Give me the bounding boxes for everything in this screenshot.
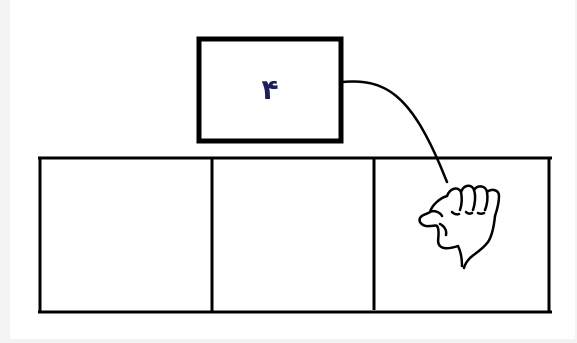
cell-row — [38, 157, 552, 313]
connector-line — [342, 81, 447, 182]
cell-1 — [42, 160, 210, 310]
cell-2 — [214, 160, 372, 310]
hand-icon — [420, 186, 499, 268]
number-box-label: ۴ — [199, 39, 341, 141]
cell-3 — [376, 160, 547, 310]
